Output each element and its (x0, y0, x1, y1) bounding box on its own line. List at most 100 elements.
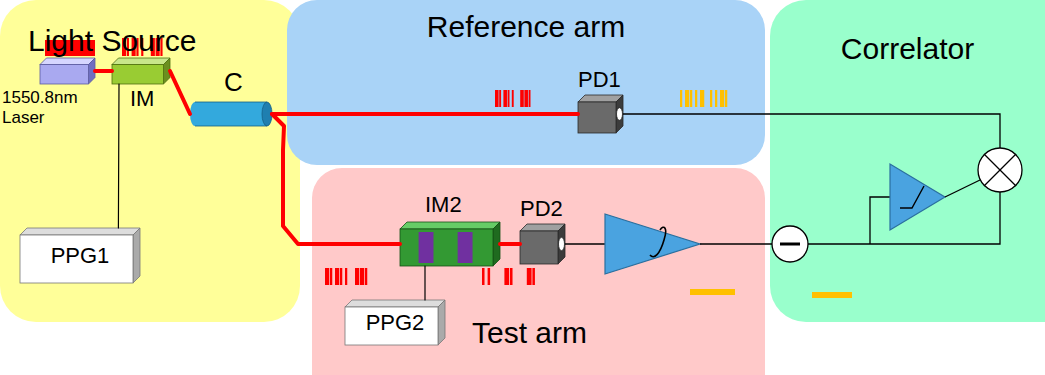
optical-fiber (272, 112, 578, 116)
box-front (520, 231, 558, 264)
pulse (503, 90, 507, 107)
control-wire (424, 266, 425, 300)
device-label: PPG1 (51, 243, 110, 268)
pattern-generator-box: PPG1 (20, 228, 140, 283)
box-side (133, 228, 140, 283)
device-label: PD1 (578, 67, 621, 92)
box-top (520, 224, 565, 231)
pulse (508, 90, 510, 107)
pulse (524, 90, 528, 107)
panel-title: Correlator (770, 32, 1045, 67)
photodiode-box: PD2 (520, 224, 565, 264)
box-side (164, 58, 171, 84)
minus-sign (780, 243, 800, 246)
pulse (488, 268, 491, 285)
pulse (132, 38, 136, 56)
device-label: PPG2 (366, 310, 425, 335)
box-top (40, 58, 95, 65)
pulse-train (495, 90, 530, 107)
pd-drawing (520, 224, 565, 264)
modulator-box: IM (112, 58, 170, 84)
signal-wire (808, 192, 1000, 244)
panel-title: Reference arm (287, 10, 765, 45)
box-top (112, 58, 170, 65)
pulse (151, 38, 155, 56)
pulse (529, 90, 531, 107)
pulse (520, 90, 524, 107)
panel-title: Test arm (472, 316, 587, 351)
optical-fiber (170, 71, 190, 114)
integrator-symbol (605, 214, 700, 274)
pulse (512, 90, 514, 107)
correlator-panel: Correlator (770, 0, 1045, 322)
multiplier-symbol (978, 148, 1022, 192)
optical-fiber (272, 114, 400, 244)
subtractor-symbol (772, 226, 808, 262)
coupler-edge (195, 102, 267, 103)
pulse (510, 268, 513, 285)
pulse (685, 90, 689, 107)
box-top (20, 228, 140, 235)
pulse (504, 268, 509, 285)
device-label: IM (130, 86, 154, 111)
coupler-edge (195, 126, 267, 127)
signal-wire (565, 243, 605, 244)
pulse (527, 268, 532, 285)
pattern-generator-box: PPG2 (345, 300, 445, 345)
box-top (578, 95, 623, 102)
pulse (710, 90, 712, 107)
signal-wire (945, 180, 980, 197)
panel-title: Light Source (28, 24, 196, 59)
coupler-drawing (190, 102, 272, 126)
im2-drawing (400, 222, 500, 266)
photodiode-lens (617, 108, 623, 121)
test-arm-panel: Test armIM2PD2PPG2 (312, 168, 765, 375)
pulse (340, 268, 342, 285)
box-front (112, 65, 164, 85)
im-drawing (112, 58, 170, 84)
pulse (499, 90, 501, 107)
pulse (680, 90, 682, 107)
signal-wire (700, 243, 772, 244)
filter-curve (900, 186, 924, 208)
correlation-pulse-train (680, 90, 727, 107)
signal-wire (870, 197, 890, 244)
device-label: 1550.8nm Laser (2, 88, 88, 127)
control-wire (118, 84, 120, 228)
box-front (20, 235, 133, 283)
pulse (156, 38, 160, 56)
multiplier-cross (984, 154, 1016, 186)
coupler-end (190, 102, 200, 126)
cw-light (45, 40, 95, 56)
filter-symbol (890, 164, 945, 230)
pulse (355, 268, 359, 285)
pulse (330, 268, 332, 285)
pulse (160, 38, 162, 56)
box-top (400, 222, 500, 229)
pulse (365, 268, 367, 285)
coupler-body (195, 102, 267, 126)
box-side (438, 300, 445, 345)
pulse (335, 268, 339, 285)
box-front (400, 229, 493, 266)
pulse (360, 268, 364, 285)
integrated-signal (690, 289, 735, 295)
multiplier-cross (984, 154, 1016, 186)
pulse (495, 90, 499, 107)
device-label: C (224, 68, 243, 98)
pulse (136, 38, 138, 56)
pulse (720, 90, 724, 107)
optical-fiber (500, 242, 520, 246)
light-source-panel: Light Source 1550.8nm Laser IM PPG1 C (0, 0, 300, 322)
pulse-train (122, 38, 163, 56)
pulse (127, 38, 129, 56)
pulse (345, 268, 347, 285)
gated-pulse-train (482, 268, 535, 285)
box-front (578, 102, 616, 133)
box-top (345, 300, 445, 307)
pulse (715, 90, 717, 107)
reference-arm-panel: Reference armPD1 (287, 0, 765, 165)
photodiode-box: PD1 (578, 95, 623, 133)
box-side (558, 224, 565, 264)
